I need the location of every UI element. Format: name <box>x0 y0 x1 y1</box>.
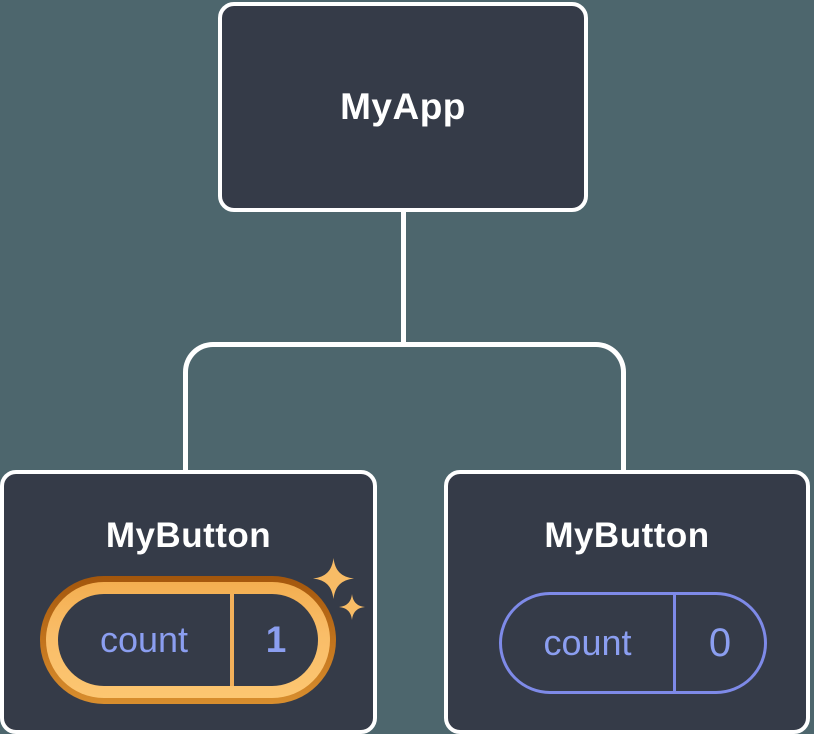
sparkle-icon <box>339 594 365 620</box>
state-pill-divider <box>230 594 234 686</box>
sparkle-icon <box>313 558 354 599</box>
state-key-label: count <box>543 622 632 663</box>
connector-bracket <box>183 342 626 470</box>
state-pill-highlight-ring: count 1 <box>46 582 330 698</box>
node-myapp-label: MyApp <box>340 86 466 127</box>
node-mybutton-right-label: MyButton <box>544 516 710 555</box>
state-pill-plain: count 0 <box>499 592 767 694</box>
state-pill-highlighted: count 1 <box>40 576 336 704</box>
state-value: 1 <box>265 619 287 660</box>
node-mybutton-right: MyButton count 0 <box>444 470 810 734</box>
node-myapp: MyApp <box>218 2 588 212</box>
node-mybutton-left-label: MyButton <box>105 516 272 555</box>
connector-stem <box>401 210 406 347</box>
state-pill-divider <box>673 595 676 691</box>
state-key-label: count <box>99 619 189 660</box>
state-pill-body: count 1 <box>58 594 318 686</box>
state-value: 0 <box>708 620 732 665</box>
node-mybutton-left: MyButton count 1 <box>0 470 377 734</box>
